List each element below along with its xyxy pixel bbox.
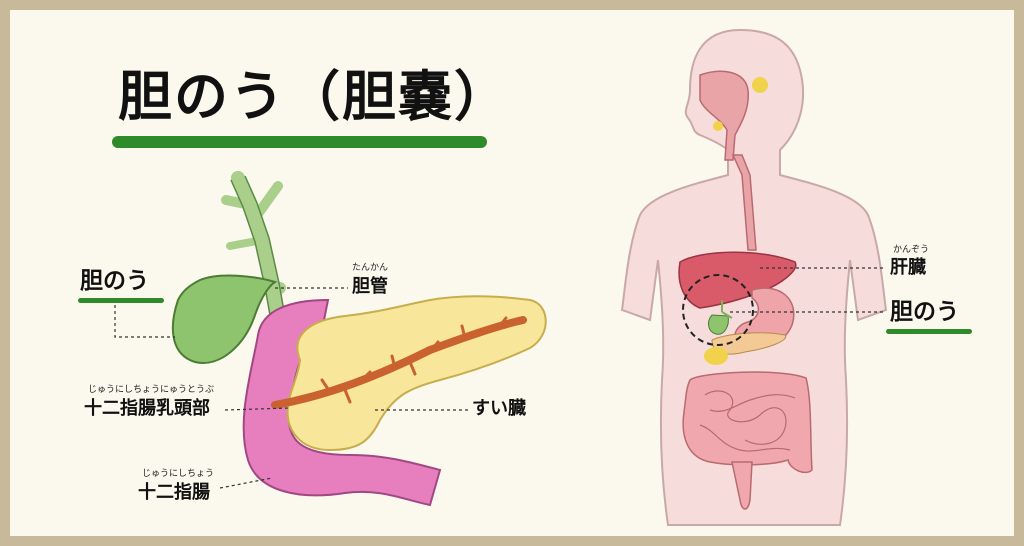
fat-shape	[704, 347, 728, 365]
gallbladder-highlight-circle	[682, 274, 754, 346]
ruby-duodenal-papilla: じゅうにしちょうにゅうとうぶ	[88, 385, 215, 395]
label-duodenal-papilla: 十二指腸乳頭部	[84, 398, 210, 419]
label-pancreas: すい臓	[472, 398, 526, 419]
gallbladder-shape	[171, 274, 278, 364]
small-intestine-shape	[699, 390, 796, 452]
label-bile-duct: 胆管	[352, 276, 388, 297]
gallbladder-small-shape	[708, 314, 729, 335]
left-leader-lines	[114, 287, 468, 489]
ruby-liver: かんぞう	[893, 245, 930, 255]
rectum-shape	[731, 461, 753, 510]
ruby-duodenum: じゅうにしちょう	[142, 469, 215, 479]
large-intestine-shape	[682, 371, 813, 474]
salivary-gland-shape-2	[713, 121, 723, 131]
right-leader-lines	[730, 267, 886, 313]
page-title: 胆のう（胆嚢）	[118, 65, 510, 128]
label-liver: 肝臓	[890, 257, 926, 278]
label-gallbladder-left: 胆のう	[80, 268, 149, 294]
label-gallbladder-right: 胆のう	[890, 299, 959, 325]
salivary-gland-shape	[752, 77, 768, 93]
ruby-bile-duct: たんかん	[352, 263, 389, 273]
gallbladder-left-underline	[78, 298, 164, 303]
title-underline	[112, 136, 487, 148]
gallbladder-right-underline	[886, 329, 972, 334]
label-duodenum: 十二指腸	[138, 482, 210, 503]
pancreas-shape	[286, 295, 547, 452]
pancreatic-duct-shape	[271, 316, 527, 409]
esophagus-shape	[731, 154, 757, 251]
oral-cavity-shape	[699, 70, 749, 161]
